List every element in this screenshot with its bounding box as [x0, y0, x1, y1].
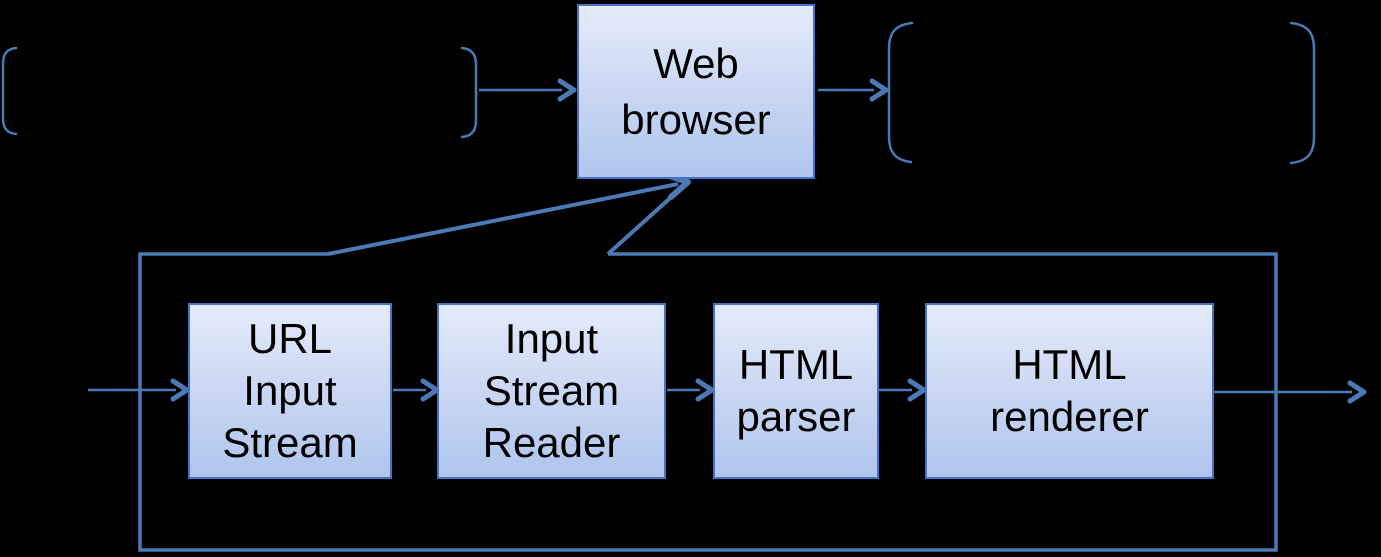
html-parser-label: HTML parser [736, 341, 856, 440]
web-browser-box: Web browser [577, 4, 815, 179]
html-renderer-label: HTML renderer [990, 341, 1149, 440]
arrowhead-icon [695, 378, 715, 402]
arrow-into-web-browser [479, 78, 577, 102]
open-bracket-icon [887, 21, 914, 164]
zoom-callout-lines [327, 172, 691, 256]
left-bracket-pair [1, 46, 478, 139]
input-stream-reader-box: Input Stream Reader [437, 303, 666, 479]
close-bracket-icon [460, 46, 478, 139]
arrowhead-icon [557, 78, 577, 102]
close-bracket-icon [1289, 21, 1316, 165]
arrowhead-icon [907, 378, 927, 402]
web-browser-label: Web browser [621, 39, 771, 143]
html-renderer-box: HTML renderer [925, 303, 1214, 479]
arrow-stage1-to-stage2 [393, 378, 440, 402]
url-input-stream-box: URL Input Stream [188, 303, 392, 479]
arrow-out-of-web-browser [818, 78, 889, 102]
input-stream-reader-label: Input Stream Reader [482, 315, 621, 466]
open-bracket-icon [1, 46, 18, 136]
arrowhead-icon [869, 78, 889, 102]
arrowhead-icon [1347, 380, 1367, 404]
arrowhead-icon [170, 378, 190, 402]
pipeline-input-arrow [88, 378, 190, 402]
arrow-stage3-to-stage4 [879, 378, 927, 402]
pipeline-output-arrow [1214, 380, 1367, 404]
arrow-stage2-to-stage3 [667, 378, 715, 402]
url-input-stream-label: URL Input Stream [222, 315, 358, 466]
html-parser-box: HTML parser [713, 303, 879, 479]
pipeline-container [138, 252, 1278, 552]
right-bracket-pair [887, 21, 1316, 165]
